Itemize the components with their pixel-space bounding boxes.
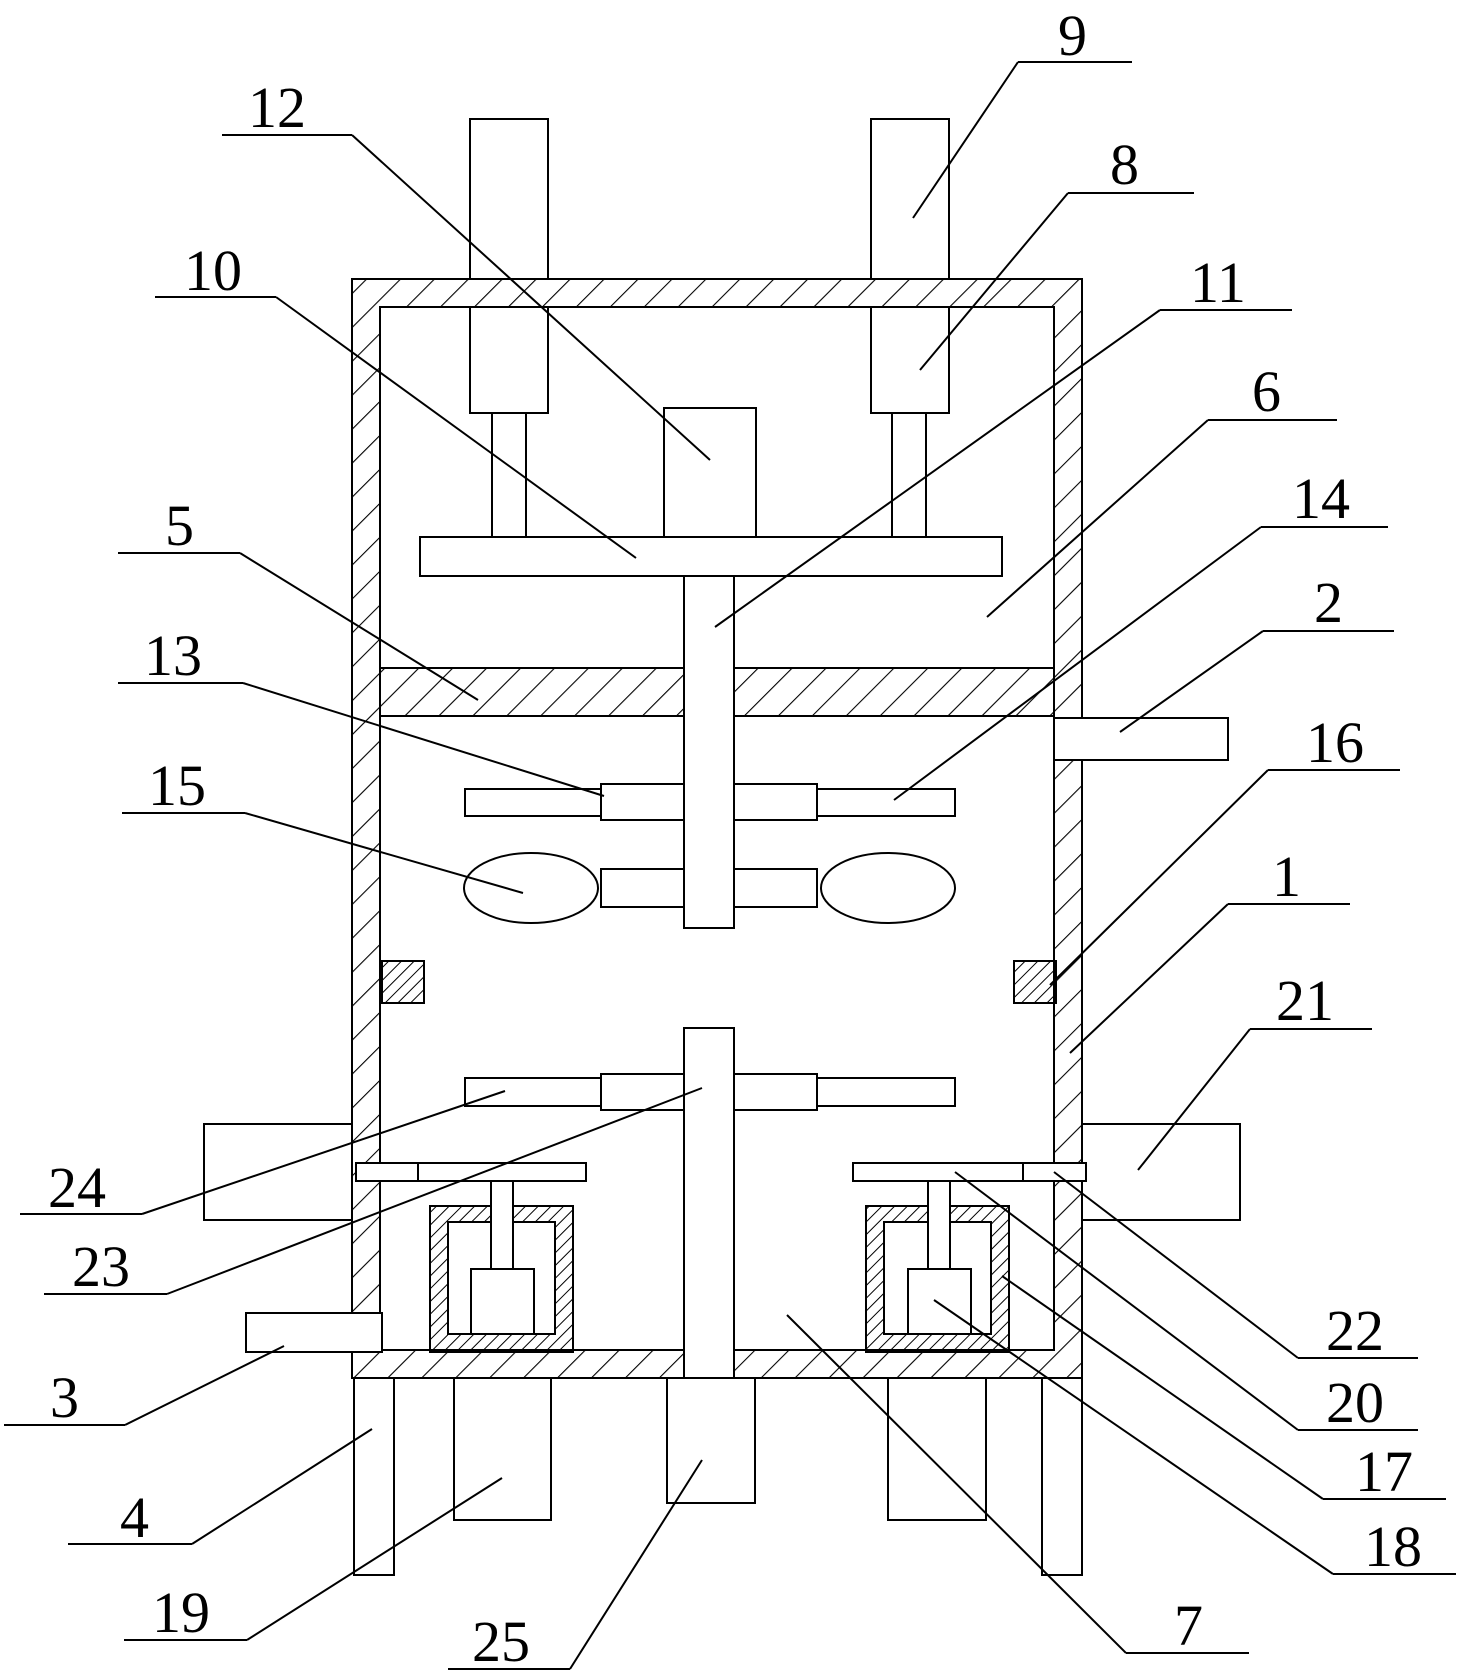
lower-blades: [464, 1073, 956, 1111]
lower-hub-right: [733, 1073, 818, 1111]
piston-right: [907, 1268, 972, 1335]
label-8: 8: [1110, 132, 1139, 197]
rod-left: [490, 1180, 514, 1270]
label-15: 15: [148, 753, 206, 818]
label-4: 4: [120, 1485, 149, 1550]
rod-right: [927, 1180, 951, 1270]
paddle-right: [820, 852, 956, 924]
side-block-right: [1013, 960, 1057, 1004]
label-20: 20: [1326, 1370, 1384, 1435]
bottom-cylinder-left: [429, 1180, 574, 1353]
label-23: 23: [72, 1234, 130, 1299]
label-14: 14: [1292, 466, 1350, 531]
leg-left: [353, 1377, 395, 1576]
upper-shaft: [683, 575, 735, 929]
partition-right: [733, 667, 1055, 717]
side-box-left: [203, 1123, 353, 1221]
upper-blades: [464, 783, 956, 821]
motor-block: [663, 407, 757, 538]
lower-shaft: [683, 1027, 735, 1384]
screen-left-outer: [355, 1162, 419, 1182]
label-11: 11: [1190, 250, 1246, 315]
partition-plate: [379, 667, 1055, 717]
lifting-plate: [419, 536, 1003, 577]
box-left: [429, 1205, 574, 1353]
cylinder-right-body: [870, 306, 950, 414]
lower-blade-right: [816, 1077, 956, 1107]
label-19: 19: [152, 1580, 210, 1645]
label-3: 3: [50, 1365, 79, 1430]
lower-hub-left: [600, 1073, 685, 1111]
partition-left: [379, 667, 685, 717]
foot-left: [453, 1377, 552, 1521]
label-12: 12: [248, 75, 306, 140]
label-24: 24: [48, 1155, 106, 1220]
blade-hub-upper-left: [600, 783, 685, 821]
label-13: 13: [144, 623, 202, 688]
leg-right: [1041, 1377, 1083, 1576]
piston-rod-right: [891, 412, 927, 538]
cylinder-left-top: [469, 118, 549, 280]
blade-hub-upper-right: [733, 783, 818, 821]
label-1: 1: [1272, 844, 1301, 909]
paddle-hub-right: [733, 868, 818, 908]
label-17: 17: [1355, 1439, 1413, 1504]
paddle-blades: [463, 852, 956, 924]
leader-lines: [4, 61, 1456, 1670]
label-16: 16: [1306, 710, 1364, 775]
label-25: 25: [472, 1609, 530, 1671]
label-5: 5: [165, 493, 194, 558]
blade-upper-right: [816, 788, 956, 817]
label-9: 9: [1058, 3, 1087, 68]
paddle-left: [463, 852, 599, 924]
outlet-pipe: [1053, 717, 1229, 761]
label-22: 22: [1326, 1298, 1384, 1363]
label-18: 18: [1364, 1514, 1422, 1579]
screen-right-inner: [852, 1162, 1024, 1182]
side-block-left: [381, 960, 425, 1004]
top-cylinders: [469, 118, 950, 538]
label-10: 10: [184, 238, 242, 303]
side-box-right: [1081, 1123, 1241, 1221]
blade-upper-left: [464, 788, 602, 817]
label-7: 7: [1174, 1593, 1203, 1658]
label-21: 21: [1276, 968, 1334, 1033]
label-6: 6: [1252, 359, 1281, 424]
number-labels: 9 8 11 12 10 6 5 14 2 13 16 15 1 21 24 2…: [48, 3, 1422, 1671]
piston-left: [470, 1268, 535, 1335]
drain-pipe: [245, 1312, 383, 1353]
lower-blade-left: [464, 1077, 602, 1107]
label-2: 2: [1314, 570, 1343, 635]
paddle-hub-left: [600, 868, 685, 908]
bottom-cylinder-right: [865, 1180, 1010, 1353]
bottom-motor: [666, 1377, 756, 1504]
cylinder-right-top: [870, 118, 950, 280]
cylinder-left-body: [469, 306, 549, 414]
